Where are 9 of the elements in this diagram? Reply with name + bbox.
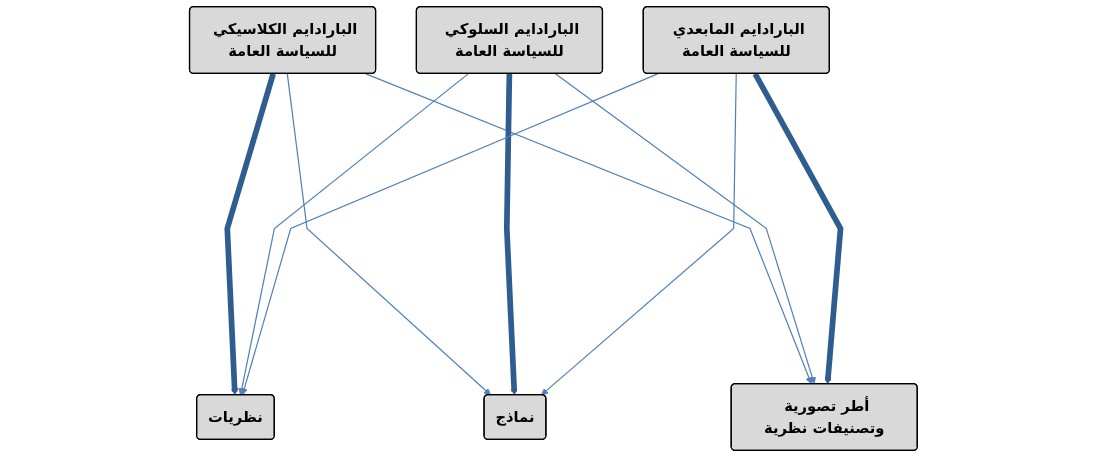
arrow	[224, 73, 276, 396]
arrow	[365, 73, 813, 385]
arrow	[752, 72, 844, 385]
arrow	[504, 73, 518, 396]
arrow	[541, 73, 737, 396]
arrow	[238, 73, 469, 396]
arrow	[240, 73, 659, 396]
arrow	[554, 73, 816, 385]
arrow	[286, 73, 492, 396]
